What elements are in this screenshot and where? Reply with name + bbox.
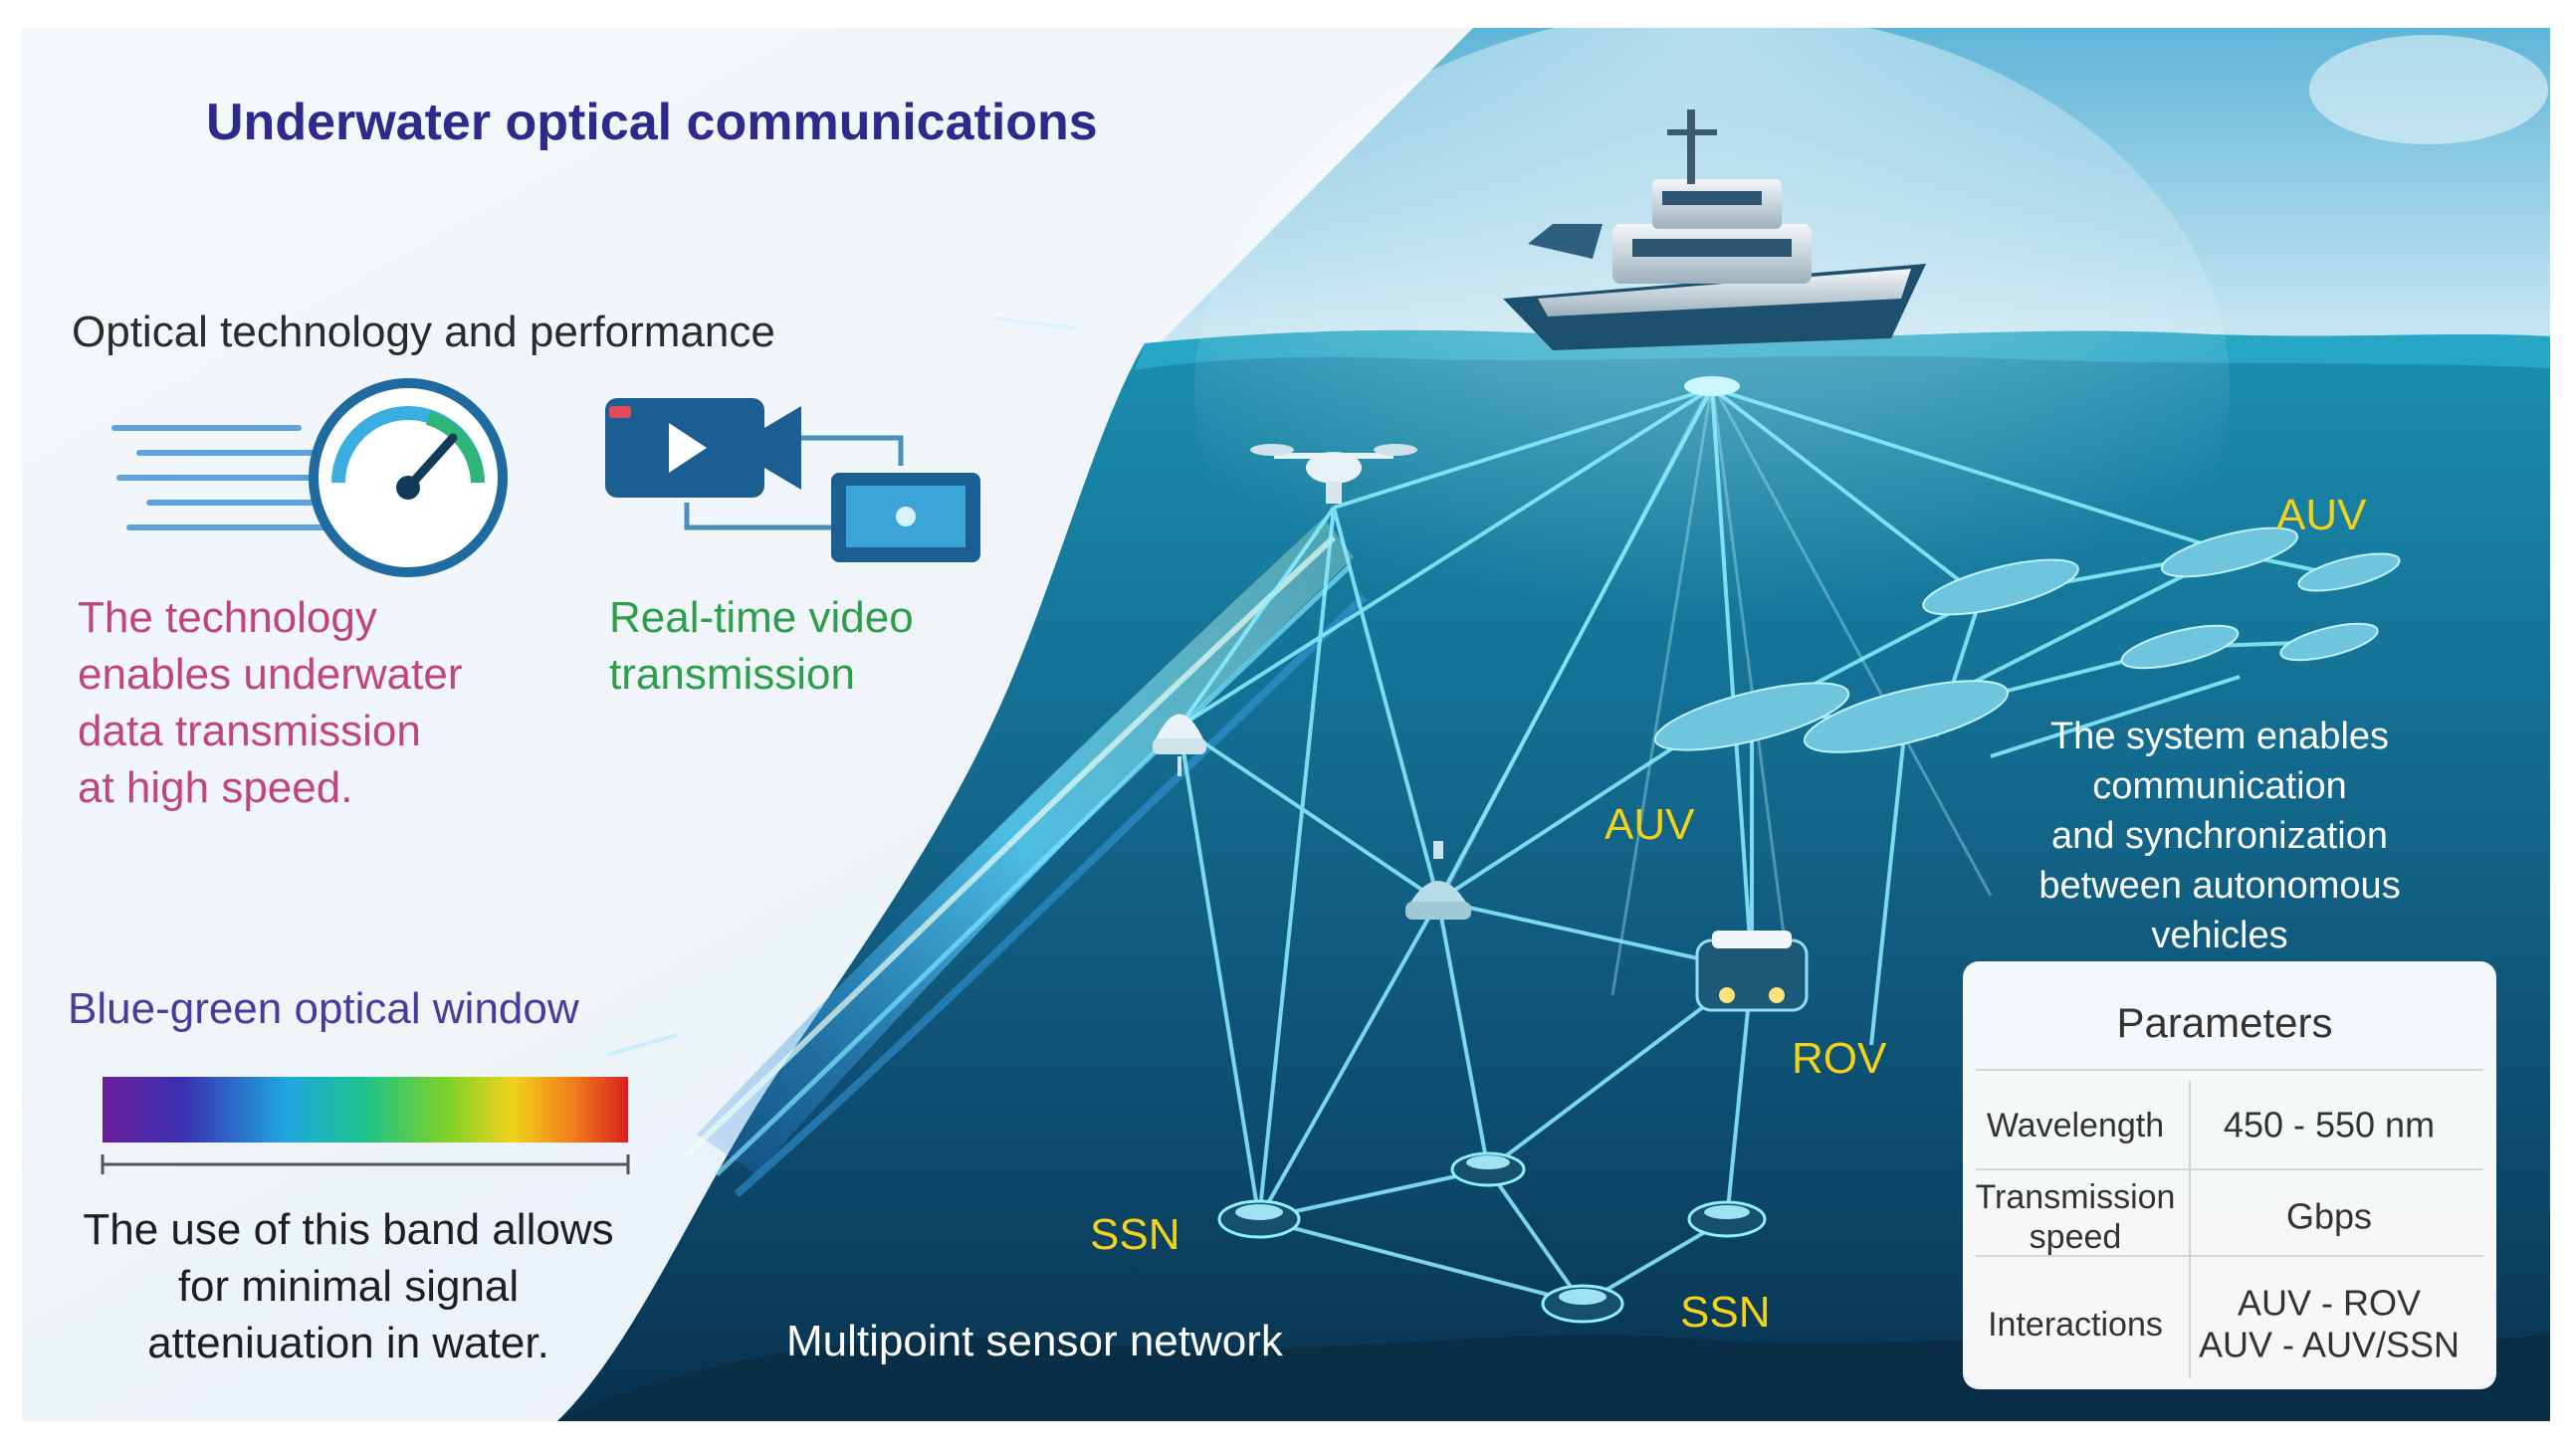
parameter-value: Gbps — [2286, 1196, 2372, 1237]
speed-caption-line: at high speed. — [78, 763, 352, 812]
video-caption: Real-time video transmission — [609, 593, 914, 699]
system-note-line: vehicles — [2151, 915, 2287, 956]
rov-icon — [1695, 931, 1809, 1012]
speed-caption: The technology enables underwater data tra… — [78, 593, 462, 812]
sensor-node-icon — [1217, 1151, 1767, 1324]
system-note-line: communication — [2092, 765, 2347, 807]
monitor-icon — [831, 473, 980, 562]
window-caption-line: for minimal signal — [178, 1262, 519, 1311]
parameter-value: AUV - ROV — [2238, 1283, 2421, 1324]
buoy-icon — [1153, 714, 1206, 776]
parameter-name: Wavelength — [1987, 1107, 2164, 1144]
parameter-value: AUV - AUV/SSN — [2199, 1325, 2460, 1365]
parameter-name: Interactions — [1988, 1306, 2163, 1344]
ssn-left-label: SSN — [1090, 1210, 1179, 1259]
window-caption: The use of this band allows for minimal s… — [83, 1205, 613, 1367]
video-caption-line: Real-time video — [609, 593, 914, 642]
window-caption-line: atteniuation in water. — [147, 1319, 549, 1367]
auv-icon — [1653, 526, 2401, 753]
system-note: The system enables communication and synch… — [2038, 716, 2400, 956]
spectrum-bar — [103, 1077, 628, 1143]
video-caption-line: transmission — [609, 650, 855, 699]
parameter-name: speed — [2030, 1218, 2122, 1256]
system-note-line: between autonomous — [2038, 865, 2400, 907]
window-caption-line: The use of this band allows — [83, 1205, 613, 1254]
ssn-bottom-label: SSN — [1680, 1288, 1770, 1337]
system-note-line: The system enables — [2050, 716, 2389, 757]
cloud — [2309, 35, 2548, 144]
section-heading: Optical technology and performance — [72, 308, 775, 356]
buoy-icon-2 — [1405, 841, 1471, 920]
rov-label: ROV — [1792, 1034, 1887, 1083]
network-label: Multipoint sensor network — [786, 1317, 1284, 1365]
parameter-name: Transmission — [1976, 1178, 2176, 1216]
speed-caption-line: data transmission — [78, 707, 421, 755]
network-links — [1178, 386, 2350, 1306]
parameters-table: Parameters Wavelength 450 - 550 nm Transmi… — [1963, 961, 2496, 1389]
window-heading: Blue-green optical window — [68, 984, 579, 1033]
page-title: Underwater optical communications — [206, 94, 1098, 151]
video-camera-icon — [605, 398, 801, 498]
speed-caption-line: enables underwater — [78, 650, 462, 699]
auv-top-label: AUV — [2276, 491, 2367, 539]
speed-caption-line: The technology — [78, 593, 377, 642]
parameter-value: 450 - 550 nm — [2224, 1105, 2435, 1145]
speedometer-icon — [111, 378, 508, 577]
transfer-arrows — [684, 435, 904, 530]
optical-beam — [606, 316, 1367, 1197]
system-note-line: and synchronization — [2051, 815, 2388, 857]
parameters-title: Parameters — [2116, 999, 2332, 1046]
drone-icon — [1250, 444, 1417, 504]
ship-icon — [1503, 109, 1926, 396]
auv-mid-label: AUV — [1605, 800, 1695, 849]
